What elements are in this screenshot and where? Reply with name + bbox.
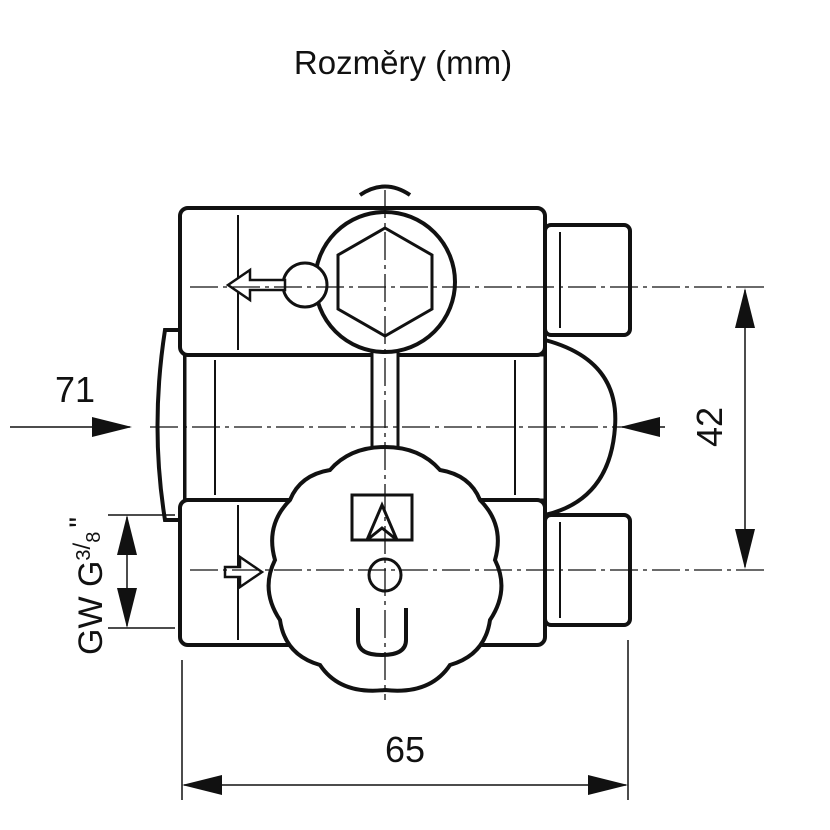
- symbol-a-frame: [350, 493, 414, 542]
- thread-fraction-slash: /: [69, 542, 96, 549]
- center-lines: [150, 190, 765, 700]
- thread-label: GW G3/8 ": [64, 517, 110, 655]
- dim-71-label: 71: [55, 369, 95, 410]
- port-top: [543, 223, 632, 337]
- thread-suffix: ": [64, 517, 97, 528]
- thread-num: 3: [73, 549, 95, 560]
- side-boss: [281, 261, 329, 309]
- flow-arrow-bottom-icon: [223, 554, 265, 590]
- symbol-u-icon: [356, 608, 408, 658]
- thread-prefix: GW G: [72, 561, 110, 655]
- housing-top-cap: [358, 184, 412, 197]
- housing-left: [155, 328, 187, 522]
- diagram-title: Rozměry (mm): [293, 44, 513, 81]
- dim-42-label: 42: [689, 407, 730, 447]
- flow-arrow-top-icon: [225, 267, 287, 303]
- thread-den: 8: [83, 532, 105, 543]
- thread-label-text: GW G3/8 ": [64, 517, 110, 655]
- symbol-a-icon: [365, 501, 399, 542]
- valve-body: [155, 184, 632, 693]
- dimension-lines: [10, 288, 755, 800]
- dim-65-label: 65: [385, 729, 425, 770]
